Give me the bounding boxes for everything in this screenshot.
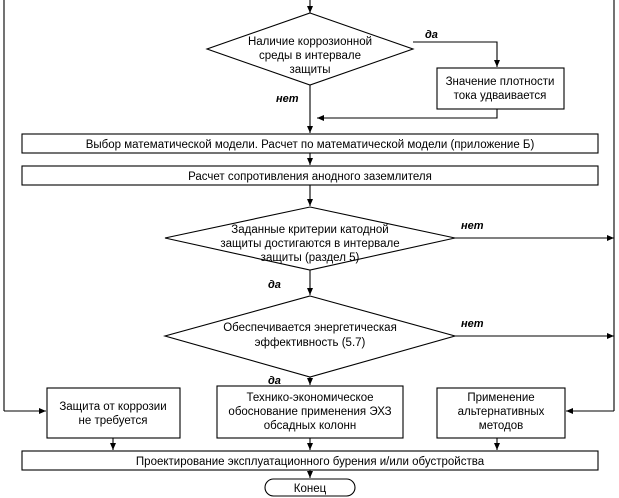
no-label: нет	[461, 318, 484, 330]
branch-labels: да нет нет да нет да	[268, 29, 484, 387]
process-box	[46, 387, 181, 439]
process-text-line: альтернативных	[458, 406, 545, 418]
process-density-doubles: Значение плотности тока удваивается	[436, 67, 565, 110]
process-text-line: Технико-экономическое	[246, 392, 373, 404]
decision-text-line: Заданные критерии катодной	[231, 224, 388, 236]
process-tech-econ: Технико-экономическое обоснование примен…	[216, 385, 404, 439]
process-text-line: методов	[479, 420, 523, 432]
process-text-line: Защита от коррозии	[59, 401, 166, 413]
decision-diamond	[205, 12, 415, 86]
arrow-yes-to-density	[413, 41, 500, 67]
terminator-shape	[264, 478, 356, 497]
decision-diamond	[164, 206, 456, 271]
yes-label: да	[268, 279, 281, 291]
process-box	[436, 67, 565, 110]
decision-text-line: Наличие коррозионной	[248, 36, 372, 48]
process-text-line: не требуется	[79, 415, 148, 427]
process-text-line: тока удваивается	[454, 90, 547, 102]
decision-text-line: Обеспечивается энергетическая	[223, 322, 397, 334]
process-box	[21, 165, 599, 186]
process-text-line: обоснование применения ЭХЗ	[228, 406, 391, 418]
process-text-line: Значение плотности	[446, 76, 555, 88]
process-box	[216, 385, 404, 439]
process-text: Расчет сопротивления анодного заземлител…	[188, 171, 432, 183]
decision-text-line: защиты (раздел 5)	[261, 252, 360, 264]
yes-label: да	[425, 29, 438, 41]
decision-energy-efficiency: Обеспечивается энергетическая эффективно…	[162, 295, 458, 378]
decision-text-line: защиты	[289, 64, 330, 76]
decision-text-line: среды в интервале	[259, 50, 361, 62]
decision-diamond	[162, 295, 458, 378]
process-text: Выбор математической модели. Расчет по м…	[86, 139, 535, 151]
arrow-density-merge	[317, 109, 498, 121]
process-design: Проектирование эксплуатационного бурения…	[21, 450, 599, 471]
process-text: Проектирование эксплуатационного бурения…	[136, 456, 485, 468]
process-text-line: Применение	[467, 392, 534, 404]
no-label: нет	[276, 93, 299, 105]
process-box	[21, 133, 599, 154]
process-box	[21, 450, 599, 471]
process-no-protection: Защита от коррозии не требуется	[46, 387, 181, 439]
connectors	[3, 0, 615, 478]
decision-text-line: эффективность (5.7)	[255, 337, 366, 349]
terminator-text: Конец	[294, 483, 327, 495]
process-alternatives: Применение альтернативных методов	[436, 387, 566, 439]
process-text-line: обсадных колонн	[264, 420, 357, 432]
terminator-end: Конец	[264, 478, 356, 497]
process-box	[436, 387, 566, 439]
yes-label: да	[268, 375, 281, 387]
no-label: нет	[461, 220, 484, 232]
decision-criteria: Заданные критерии катодной защиты достиг…	[164, 206, 456, 271]
process-anode-resistance: Расчет сопротивления анодного заземлител…	[21, 165, 599, 186]
decision-text-line: защиты достигаются в интервале	[220, 238, 399, 250]
process-math-model: Выбор математической модели. Расчет по м…	[21, 133, 599, 154]
decision-corrosion-environment: Наличие коррозионной среды в интервале з…	[205, 12, 415, 86]
